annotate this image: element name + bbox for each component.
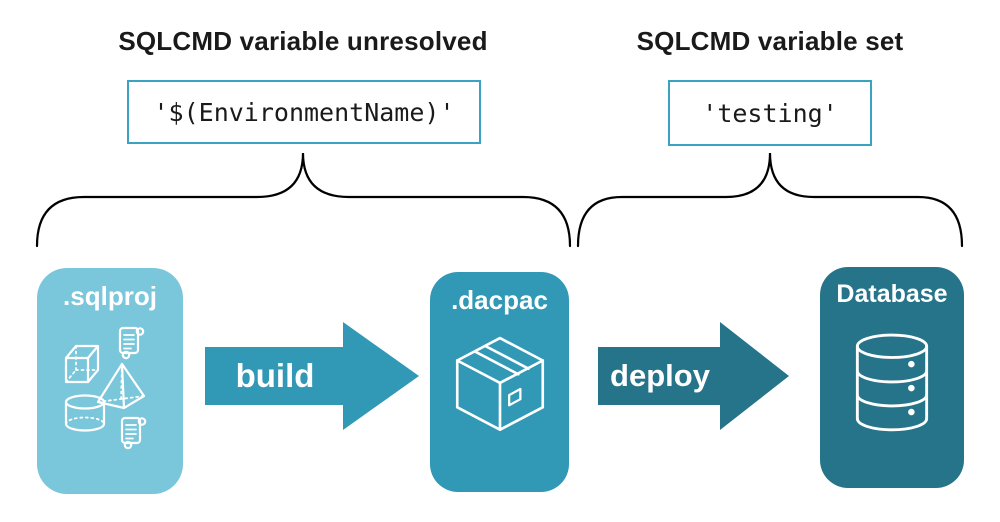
resolved-variable-value: 'testing' [702, 98, 838, 128]
database-icon [855, 333, 929, 432]
deploy-arrow-label: deploy [610, 358, 710, 393]
sql-objects-icon [64, 326, 147, 450]
cube-icon [64, 344, 100, 384]
left-section-title: SQLCMD variable unresolved [118, 26, 488, 56]
cylinder-icon [64, 394, 106, 432]
package-icon [455, 336, 544, 432]
database-node-label: Database [836, 280, 948, 308]
build-arrow-label: build [235, 357, 315, 394]
dacpac-node-label: .dacpac [451, 285, 548, 315]
left-brace [35, 152, 572, 248]
dacpac-node: .dacpac [430, 272, 569, 492]
sqlproj-node-label: .sqlproj [63, 281, 157, 311]
script-scroll-icon [120, 416, 147, 450]
unresolved-variable-value: '$(EnvironmentName)' [153, 97, 455, 127]
database-node: Database [820, 267, 964, 488]
resolved-variable-codebox: 'testing' [668, 80, 872, 146]
right-section-title: SQLCMD variable set [636, 26, 904, 56]
unresolved-variable-codebox: '$(EnvironmentName)' [127, 80, 481, 144]
sqlproj-node: .sqlproj [37, 268, 183, 494]
right-brace [576, 152, 964, 248]
pyramid-icon [96, 362, 146, 410]
script-scroll-icon [118, 326, 145, 360]
